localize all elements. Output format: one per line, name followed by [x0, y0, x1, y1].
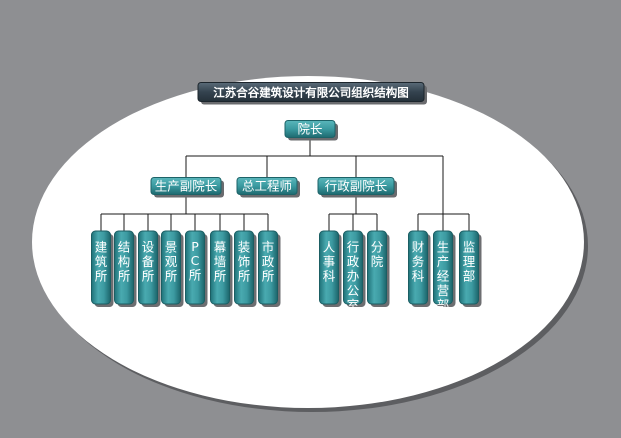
admin-unit-2-box: [343, 230, 363, 305]
level1-node-3-label: 行政副院长: [325, 179, 388, 194]
production-unit-1: 建筑所: [91, 230, 114, 307]
direct-unit-1: 财务科: [408, 230, 431, 307]
direct-unit-3: 监理部: [459, 230, 482, 307]
direct-unit-2: 生产经营部: [433, 230, 456, 313]
production-unit-6: 幕墙所: [210, 230, 233, 307]
production-unit-8-label: 市政所: [262, 240, 275, 284]
production-unit-1-label: 建筑所: [95, 240, 108, 284]
production-unit-7-box: [234, 230, 254, 305]
direct-unit-3-label: 监理部: [463, 240, 476, 284]
production-unit-4: 景观所: [161, 230, 184, 307]
root-node-label: 院长: [297, 122, 323, 137]
chart-title: 江苏合谷建筑设计有限公司组织结构图: [197, 82, 427, 105]
production-unit-3-box: [138, 230, 158, 305]
production-unit-5-box: [185, 230, 205, 305]
admin-unit-3-box: [367, 230, 387, 305]
direct-unit-2-box: [433, 230, 453, 305]
connector-lines: [100, 138, 470, 231]
direct-unit-3-box: [459, 230, 479, 305]
production-unit-6-label: 幕墙所: [214, 240, 227, 284]
root-node-box: [284, 120, 336, 138]
production-unit-8: 市政所: [258, 230, 281, 307]
admin-unit-3: 分院: [367, 230, 390, 307]
level1-node-2-box: [236, 177, 298, 195]
chart-title-box: [197, 82, 425, 102]
level1-node-2-label: 总工程师: [242, 179, 292, 194]
level1-node-1-label: 生产副院长: [155, 179, 218, 194]
root-node: 院长: [284, 120, 338, 141]
production-unit-2: 结构所: [114, 230, 137, 307]
production-unit-3-label: 设备所: [142, 240, 155, 284]
backdrop-ellipse: [32, 76, 584, 408]
production-unit-1-box: [91, 230, 111, 305]
direct-unit-1-label: 财务科: [412, 240, 425, 284]
production-unit-4-box: [161, 230, 181, 305]
direct-unit-1-box: [408, 230, 428, 305]
level1-node-1: 生产副院长: [150, 177, 224, 198]
production-unit-7-label: 装饰所: [238, 240, 251, 284]
direct-unit-2-label: 生产经营部: [437, 240, 450, 313]
admin-unit-2-label: 行政办公室: [347, 240, 360, 313]
production-unit-2-box: [114, 230, 134, 305]
level1-node-3: 行政副院长: [317, 177, 397, 198]
admin-unit-3-label: 分院: [371, 240, 384, 270]
level1-node-1-box: [150, 177, 222, 195]
level1-node-3-box: [317, 177, 395, 195]
production-unit-3: 设备所: [138, 230, 161, 307]
admin-unit-1: 人事科: [319, 230, 342, 307]
production-unit-2-label: 结构所: [118, 240, 131, 284]
admin-unit-2: 行政办公室: [343, 230, 366, 313]
level1-node-2: 总工程师: [236, 177, 300, 198]
admin-unit-1-label: 人事科: [323, 240, 336, 284]
production-unit-4-label: 景观所: [165, 240, 178, 284]
chart-title-label: 江苏合谷建筑设计有限公司组织结构图: [213, 86, 409, 100]
production-unit-7: 装饰所: [234, 230, 257, 307]
production-unit-8-box: [258, 230, 278, 305]
production-unit-6-box: [210, 230, 230, 305]
admin-unit-1-box: [319, 230, 339, 305]
